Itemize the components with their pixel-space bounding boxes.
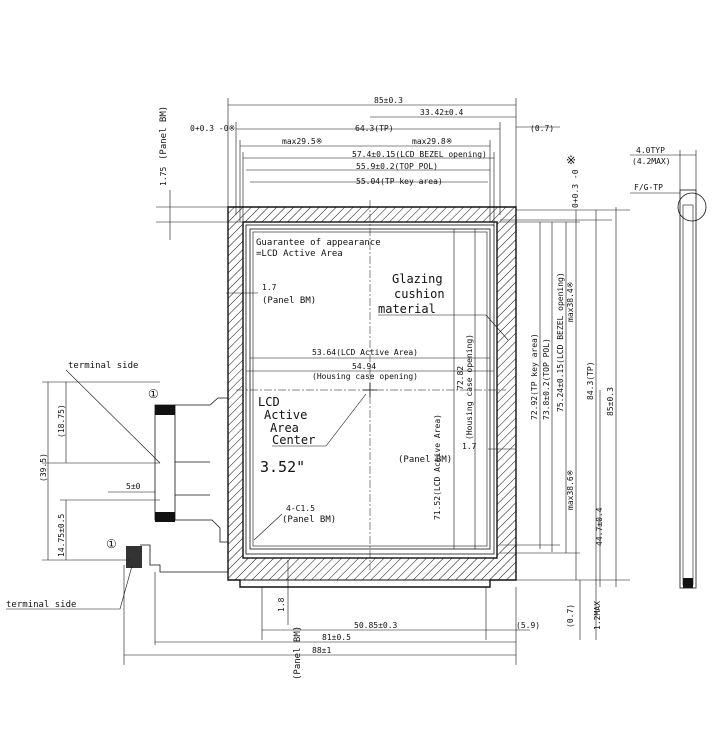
dim-12max: 1.2MAX <box>593 601 602 630</box>
dim-lower-height: 44.7±0.4 <box>595 507 604 546</box>
panel-bm-left-label: (Panel BM) <box>262 296 316 306</box>
center-label-1: LCD <box>258 395 280 409</box>
dim-max-upper: max38.4※ <box>566 282 575 322</box>
dim-offset-07: (0.7) <box>530 124 554 133</box>
glazing-line-1: Glazing <box>392 272 443 286</box>
dim-max-lower: max38.6※ <box>566 470 575 510</box>
panel-bm-corner-label: (Panel BM) <box>282 515 336 525</box>
dim-housing-height-label: (Housing case opening) <box>465 334 474 440</box>
left-notes: (Panel BM) 1.75 Guarantee of appearance … <box>156 106 516 541</box>
dim-w2: 81±0.5 <box>322 633 351 642</box>
dim-key-area-width: 55.04(TP key area) <box>356 177 443 186</box>
note-star: ※ <box>566 153 576 167</box>
dim-395: (39.5) <box>39 453 48 482</box>
glazing-line-3: material <box>378 302 436 316</box>
fpc-cable: terminal side ① ① (18.75) (39.5) 14.75±0… <box>6 361 228 610</box>
side-view: 4.0TYP (4.2MAX) F/G-TP <box>630 146 707 589</box>
dim-tp-width: 64.3(TP) <box>355 124 394 133</box>
dim-07-bottom: (0.7) <box>566 604 575 628</box>
center-label-3: Area <box>270 421 299 435</box>
panel-bm-right-label: (Panel BM) <box>398 455 452 465</box>
diagonal-size: 3.52" <box>260 458 305 476</box>
dim-w1: 50.85±0.3 <box>354 621 398 630</box>
dim-bezel-height: 75.24±0.15(LCD BEZEL opening) <box>556 272 565 412</box>
dim-18: 1.8 <box>277 597 286 612</box>
side-typ: 4.0TYP <box>636 146 665 155</box>
dim-w3: 88±1 <box>312 646 331 655</box>
dim-5: 5±0 <box>126 482 141 491</box>
dim-overall-width: 85±0.3 <box>374 96 403 105</box>
dim-tol-right: 0+0.3 -0 <box>571 169 580 208</box>
terminal-side-bottom-label: terminal side <box>6 600 76 610</box>
dim-1475: 14.75±0.5 <box>57 513 66 557</box>
dim-housing-width: 54.94 <box>352 362 376 371</box>
guarantee-line-1: Guarantee of appearance <box>256 238 381 248</box>
dim-17-left: 1.7 <box>262 283 277 292</box>
dim-tol-left: 0+0.3 -0※ <box>190 124 235 133</box>
terminal-side-top-label: terminal side <box>68 361 138 371</box>
guarantee-line-2: =LCD Active Area <box>256 249 343 259</box>
corner-chamfer: 4-C1.5 <box>286 504 315 513</box>
dim-tp-height: 84.3(TP) <box>586 361 595 400</box>
side-max: (4.2MAX) <box>632 157 671 166</box>
dim-active-width: 53.64(LCD Active Area) <box>312 348 418 357</box>
side-fg-tp: F/G-TP <box>634 183 663 192</box>
dim-half-width: 33.42±0.4 <box>420 108 464 117</box>
dim-key-height: 72.92(TP key area) <box>530 333 539 420</box>
bottom-dimensions: 1.8 (Panel BM) 50.85±0.3 (5.9) 81±0.5 88… <box>123 560 540 680</box>
glazing-line-2: cushion <box>394 287 445 301</box>
dim-59: (5.9) <box>516 621 540 630</box>
dim-175: 1.75 <box>159 167 168 186</box>
dim-active-height: 71.52(LCD Active Area) <box>433 414 442 520</box>
dim-1875: (18.75) <box>57 404 66 438</box>
dim-max-left: max29.5※ <box>282 137 322 146</box>
dim-17-right: 1.7 <box>462 442 477 451</box>
dim-total-height: 85±0.3 <box>606 387 615 416</box>
panel-bm-bottom-label: (Panel BM) <box>293 626 303 680</box>
dim-housing-width-label: (Housing case opening) <box>312 372 418 381</box>
top-dimensions: 85±0.3 33.42±0.4 64.3(TP) (0.7) 0+0.3 -0… <box>190 96 560 225</box>
panel-body <box>227 200 517 588</box>
terminal-marker-top: ① <box>148 387 159 401</box>
center-label-2: Active <box>264 408 307 422</box>
right-dimensions: 71.52(LCD Active Area) 72.82 (Housing ca… <box>433 153 630 640</box>
dim-pol-height: 73.8±0.2(TOP POL) <box>542 338 551 420</box>
dim-top-pol-width: 55.9±0.2(TOP POL) <box>356 162 438 171</box>
dim-max-right: max29.8※ <box>412 137 452 146</box>
dim-housing-height: 72.82 <box>456 366 465 390</box>
panel-bm-vertical-label: (Panel BM) <box>159 106 169 160</box>
center-label-4: Center <box>272 433 315 447</box>
terminal-marker-bottom: ① <box>106 537 117 551</box>
dim-bezel-width: 57.4±0.15(LCD BEZEL opening) <box>352 150 487 159</box>
